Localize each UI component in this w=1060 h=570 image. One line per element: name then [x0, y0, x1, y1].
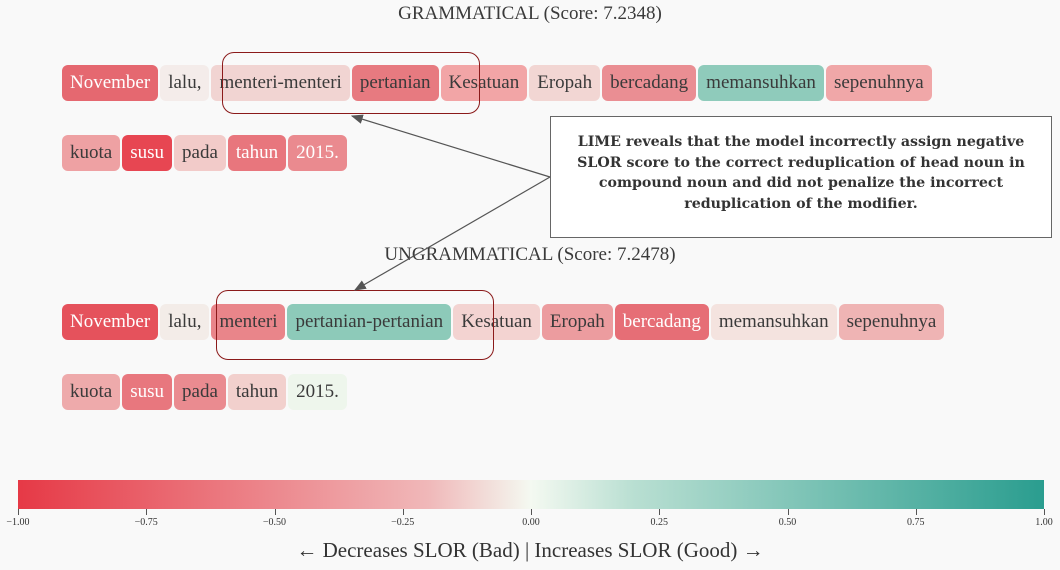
token: Kesatuan [453, 304, 540, 340]
colorbar-tick-label: −0.75 [134, 517, 158, 528]
token: bercadang [602, 65, 697, 101]
colorbar-tick-label: 0.25 [650, 517, 669, 528]
grammatical-title: GRAMMATICAL (Score: 7.2348) [398, 3, 662, 24]
arrow-to-grammatical [350, 114, 551, 178]
token: menteri-menteri [211, 65, 350, 101]
token: kuota [62, 135, 121, 171]
token: bercadang [614, 304, 709, 340]
colorbar-caption: ← Decreases SLOR (Bad) | Increases SLOR … [296, 538, 764, 562]
token: tahun [227, 374, 287, 410]
token: sepenuhnya [825, 65, 932, 101]
colorbar-tick [274, 509, 276, 515]
token: menteri [211, 304, 286, 340]
colorbar-tick-label: −1.00 [6, 517, 30, 528]
colorbar-tick-label: 0.00 [522, 517, 540, 528]
token: kuota [62, 374, 121, 410]
token: tahun [227, 135, 287, 171]
colorbar-tick [787, 509, 789, 515]
colorbar-tick-label: 1.00 [1035, 517, 1053, 528]
colorbar-tick [1044, 509, 1045, 515]
token: susu [122, 374, 173, 410]
token: susu [122, 135, 173, 171]
arrow-to-ungrammatical [353, 176, 551, 291]
token: memansuhkan [698, 65, 824, 101]
token: lalu, [160, 65, 210, 101]
token: pada [174, 135, 226, 171]
token: memansuhkan [710, 304, 837, 340]
colorbar-tick [146, 509, 148, 515]
token: November [62, 65, 159, 101]
colorbar-tick [18, 509, 19, 515]
colorbar-tick [402, 509, 404, 515]
colorbar-tick-label: −0.25 [391, 517, 415, 528]
token: pertanian [351, 65, 439, 101]
token: 2015. [288, 374, 347, 410]
lime-callout-box: LIME reveals that the model incorrectly … [550, 116, 1052, 238]
colorbar [18, 480, 1044, 509]
ungrammatical-title: UNGRAMMATICAL (Score: 7.2478) [384, 244, 676, 265]
colorbar-tick-label: 0.50 [778, 517, 797, 528]
token: pada [174, 374, 226, 410]
token: November [62, 304, 159, 340]
token: Eropah [529, 65, 601, 101]
token: sepenuhnya [838, 304, 945, 340]
token: lalu, [160, 304, 210, 340]
token: 2015. [288, 135, 347, 171]
token: Eropah [541, 304, 613, 340]
colorbar-tick-label: −0.50 [262, 517, 287, 528]
token: Kesatuan [440, 65, 528, 101]
token: pertanian-pertanian [287, 304, 452, 340]
colorbar-tick [531, 509, 532, 515]
colorbar-tick-label: 0.75 [907, 517, 925, 528]
colorbar-tick [659, 509, 661, 515]
colorbar-tick [915, 509, 917, 515]
